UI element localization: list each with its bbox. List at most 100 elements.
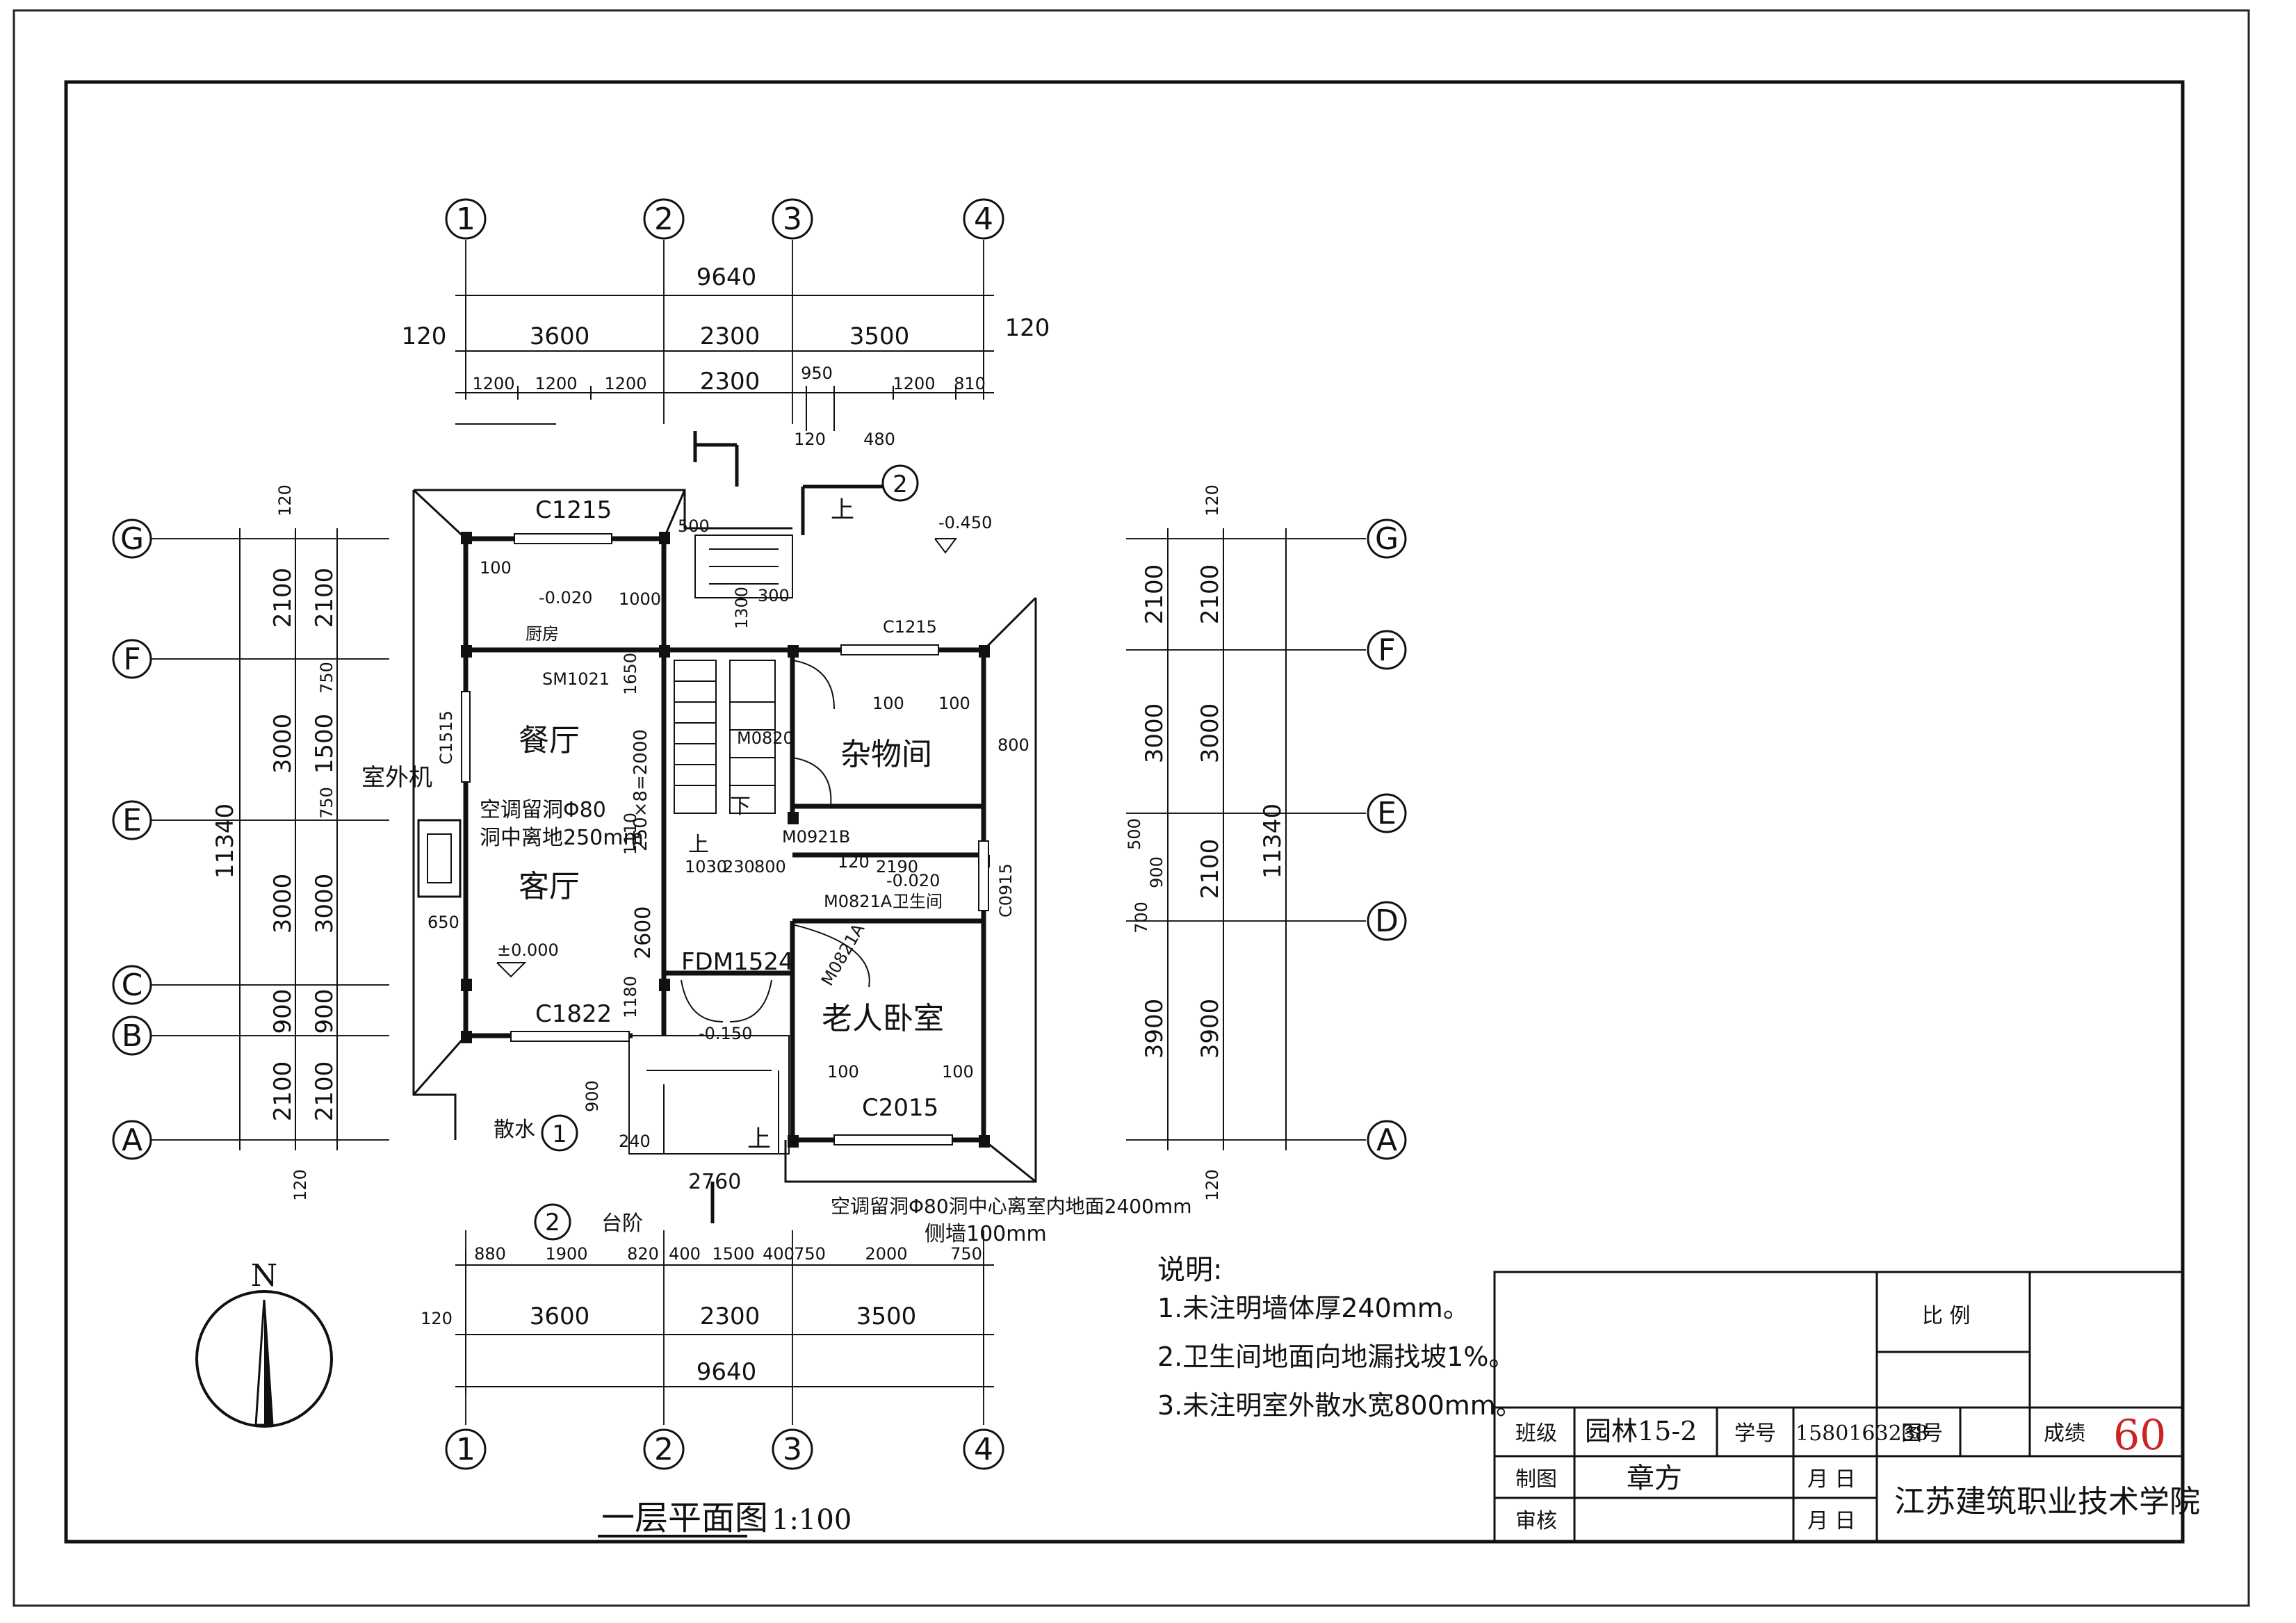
window-c1215-kitchen [514,533,612,544]
dim-100-b: 100 [942,1062,974,1082]
label-c1515: C1515 [437,710,456,765]
level-outdoor: -0.450 [938,513,992,532]
opening-labels: C1215 C1215 SM1021 C1515 M0921B M0821A M… [437,496,1016,1122]
dim-right-m1: 2100 [1141,564,1169,625]
tb-school: 江苏建筑职业技术学院 [1894,1484,2200,1519]
dim-top-d2: 1200 [535,374,577,393]
level-entry: -0.150 [699,1024,752,1043]
dim-left-i7: 2100 [311,1061,339,1122]
tb-drawn-value: 章方 [1627,1462,1682,1494]
dim-bot-3500: 3500 [856,1303,917,1330]
dim-top-d3: 1200 [604,374,646,393]
dim-left-i3: 1500 [311,714,339,774]
dim-top-3600: 3600 [530,323,590,350]
dim-bot-d8: 2000 [865,1244,907,1264]
label-m0921b: M0921B [782,827,850,847]
dim-bot-total: 9640 [697,1358,757,1386]
axis-bubble-G-right [1367,519,1407,559]
dim-bot-d7: 750 [794,1244,826,1264]
note-up-3: 上 [688,833,709,857]
dim-bot-d2: 1900 [545,1244,587,1264]
axis-label-E-left: E [122,803,142,838]
dim-650: 650 [428,913,459,932]
dim-top-d1: 1200 [472,374,514,393]
dim-bot-d6: 400 [763,1244,795,1264]
dim-left-m5: 2100 [269,1061,297,1122]
axis-label-E-right: E [1377,796,1397,831]
dims-right-text: 2100 3000 900 3900 2100 3000 2100 3900 5… [1125,484,1287,1201]
dims-left [239,528,338,1150]
axis-bubble-A-left [112,1120,152,1160]
axis-bubble-F-left [112,639,152,679]
axis-label-F-left: F [123,642,140,677]
dim-right-total: 11340 [1259,804,1287,879]
title-block [1493,1271,2184,1543]
dim-bot-3600: 3600 [530,1303,590,1330]
section-marks [693,431,883,1223]
detail-bubble-text: 2 1 2 [545,471,908,1237]
axis-bubble-E-right [1367,793,1407,833]
axis-bubble-4-bottom [963,1428,1004,1470]
axis-label-A-right: A [1376,1123,1397,1158]
legend-title: 说明: [1157,1254,1222,1286]
dim-top-ext-left: 120 [402,323,447,350]
dim-800-right: 800 [998,735,1029,755]
dim-left-i5: 3000 [311,874,339,934]
axis-label-C-left: C [122,968,143,1003]
dim-bot-2300: 2300 [700,1303,760,1330]
dim-top-total: 9640 [697,263,757,291]
dim-bot-d4: 400 [669,1244,701,1264]
north-label: N [251,1258,278,1294]
axis-bubble-2-top [643,198,685,240]
axis-label-A-left: A [122,1123,143,1158]
note-outdoor-unit: 室外机 [361,764,432,792]
detail-bubble-2: 2 [545,1209,560,1237]
label-c2015: C2015 [862,1094,938,1122]
level-marks: -0.450 ±0.000 -0.150 -0.020 -0.020 [496,513,992,1043]
dim-right-i2: 3000 [1196,703,1224,764]
dim-right-i7: 3900 [1196,999,1224,1059]
tb-grade-value: 60 [2113,1411,2166,1460]
axis-label-B-left: B [122,1018,143,1054]
axis-bubbles-top [112,198,1407,1470]
axis-bubble-2-bottom [643,1428,685,1470]
tb-month-day-1: 月 日 [1807,1467,1856,1492]
dim-bot-d5: 1500 [712,1244,754,1264]
axis-bubble-3-bottom [772,1428,813,1470]
tb-student-value: 1580163238 [1796,1421,1928,1446]
dim-240: 240 [619,1132,651,1151]
axis-labels: 1 2 3 4 1 2 3 4 G F E C B A G F E D A [120,202,1399,1467]
window-c1515 [461,691,471,783]
dim-right-i6: 2100 [1196,839,1224,899]
dim-bot-ext: 120 [421,1309,453,1328]
dim-right-ext-bot: 120 [1203,1169,1222,1201]
room-elder-bedroom: 老人卧室 [822,1001,944,1036]
dims-top [455,295,994,431]
dim-top-ext-right: 120 [1005,314,1050,342]
window-c1822 [510,1031,630,1042]
apron-outline [412,489,1037,1183]
axis-bubble-E-left [112,800,152,840]
axis-label-G-left: G [120,521,144,557]
detail-bubble-2-top: 2 [893,471,908,498]
note-ac-bottom-2: 侧墙100mm [925,1222,1047,1246]
door-swings [792,660,870,988]
dim-230: 230 [723,857,755,876]
dims-right [1167,528,1287,1150]
dim-top-d7: 810 [954,374,986,393]
title-block-text: 比 例 班级 园林15-2 学号 1580163238 图号 成绩 60 制图 … [1515,1304,2200,1533]
axis-label-4-top: 4 [974,202,993,237]
dim-left-m2: 3000 [269,714,297,774]
outdoor-unit [417,819,462,898]
dim-500: 500 [678,516,710,536]
detail-bubbles [534,464,919,1241]
tb-month-day-2: 月 日 [1807,1509,1856,1533]
room-bath: 卫生间 [893,892,943,911]
label-m0821a-2: M0821A [817,920,869,989]
tb-class-value: 园林15-2 [1585,1416,1697,1446]
dim-top-sub2: 480 [863,430,895,449]
axis-bubble-1-bottom [445,1428,487,1470]
dim-bot-d3: 820 [627,1244,659,1264]
dim-bot-d9: 750 [950,1244,982,1264]
